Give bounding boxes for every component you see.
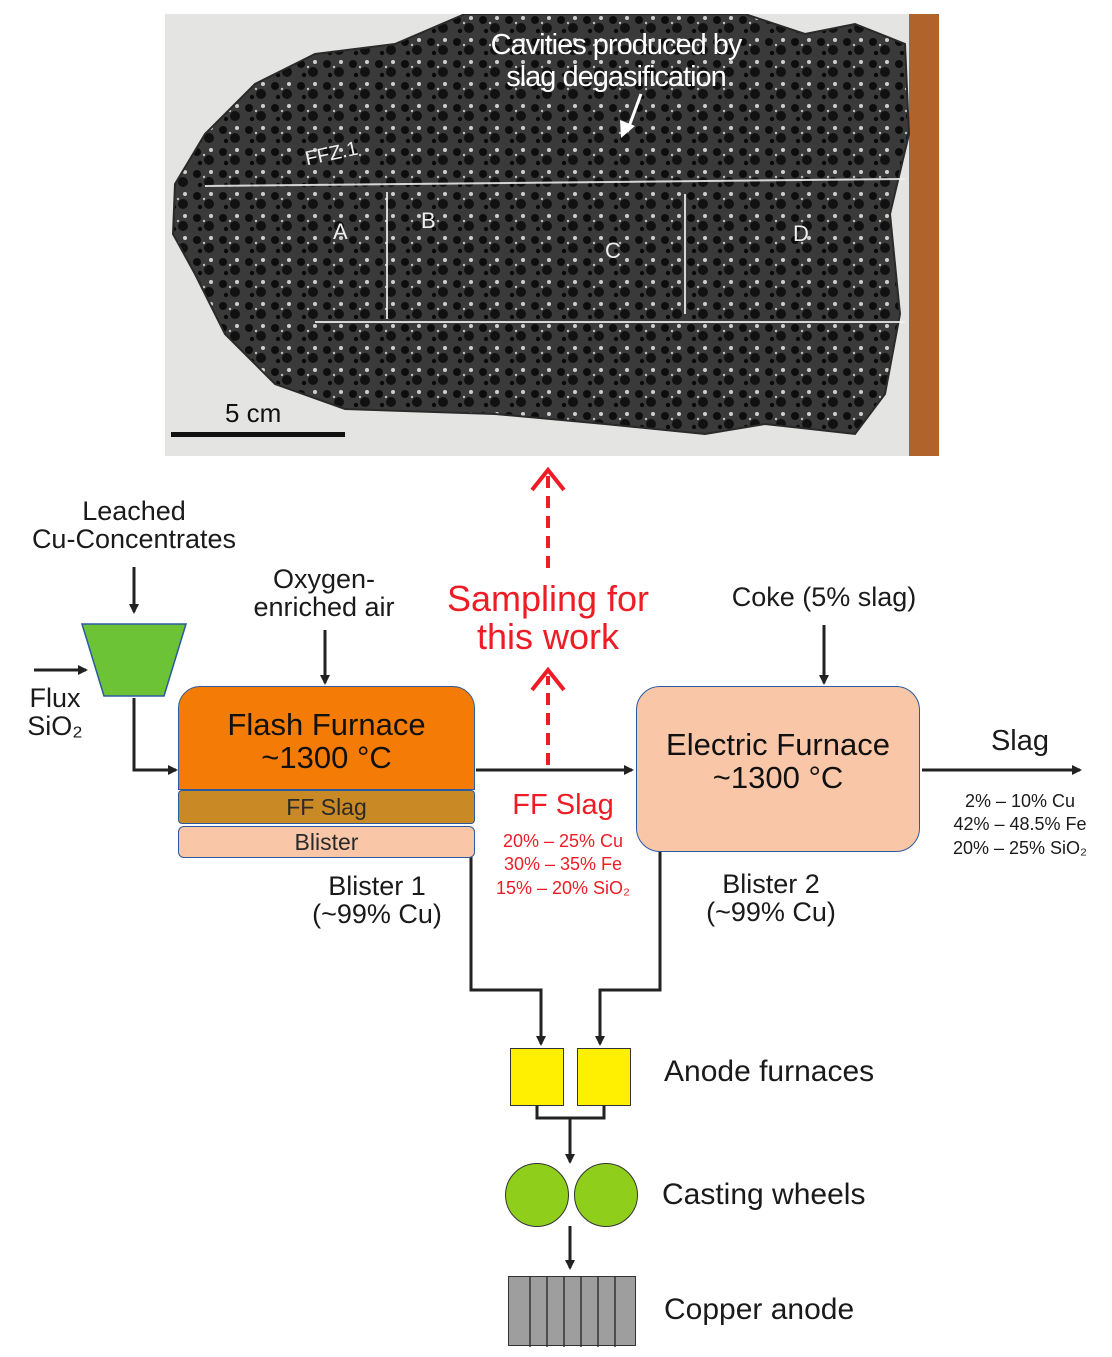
slag-composition: 2% – 10% Cu 42% – 48.5% Fe 20% – 25% SiO… [952, 791, 1088, 858]
ff-slag-composition: 20% – 25% Cu 30% – 35% Fe 15% – 20% SiO₂ [495, 831, 631, 898]
oxygen-label: Oxygen- enriched air [253, 564, 395, 623]
section-letter-d: D [793, 221, 809, 246]
casting-wheel-2 [574, 1163, 638, 1227]
casting-wheels-label: Casting wheels [662, 1178, 866, 1211]
anode-furnace-1 [510, 1048, 564, 1106]
casting-wheel-1 [505, 1163, 569, 1227]
concentrates-label: Leached Cu-Concentrates [31, 496, 237, 555]
copper-anode-label: Copper anode [664, 1293, 855, 1326]
hopper [80, 622, 188, 698]
flash-furnace: Flash Furnace ~1300 °C [178, 686, 475, 790]
blister-2-label: Blister 2 (~99% Cu) [706, 869, 836, 928]
scale-bar-label: 5 cm [225, 398, 282, 428]
ff-slag-layer: FF Slag [178, 790, 475, 824]
slag-specimen [171, 14, 911, 436]
electric-furnace-temp: ~1300 °C [712, 759, 844, 795]
flash-furnace-title: Flash Furnace [227, 707, 426, 742]
flux-label: Flux SiO₂ [27, 683, 83, 742]
cavities-annotation: Cavities produced by slag degasification [490, 29, 743, 93]
blister-1-label: Blister 1 (~99% Cu) [312, 871, 442, 930]
wood-background [909, 14, 939, 456]
anode-furnace-2 [577, 1048, 631, 1106]
coke-label: Coke (5% slag) [731, 582, 917, 612]
copper-anode [508, 1276, 636, 1347]
electric-furnace: Electric Furnace ~1300 °C [636, 686, 920, 852]
section-letter-b: B [421, 208, 436, 233]
cavities-arrow [620, 93, 643, 138]
section-letter-c: C [605, 238, 621, 263]
slag-title: Slag [990, 725, 1050, 757]
electric-furnace-title: Electric Furnace [666, 727, 890, 762]
ff-slag-title: FF Slag [512, 789, 614, 821]
slag-specimen-graphic [171, 14, 911, 437]
flash-furnace-temp: ~1300 °C [261, 739, 392, 775]
blister-layer: Blister [178, 826, 475, 858]
slag-photo: FFZ.1 A B C D Cavities produced by slag … [165, 14, 939, 456]
section-letter-a: A [333, 219, 348, 244]
anode-furnaces-label: Anode furnaces [664, 1055, 875, 1088]
sampling-label: Sampling for this work [446, 578, 650, 657]
